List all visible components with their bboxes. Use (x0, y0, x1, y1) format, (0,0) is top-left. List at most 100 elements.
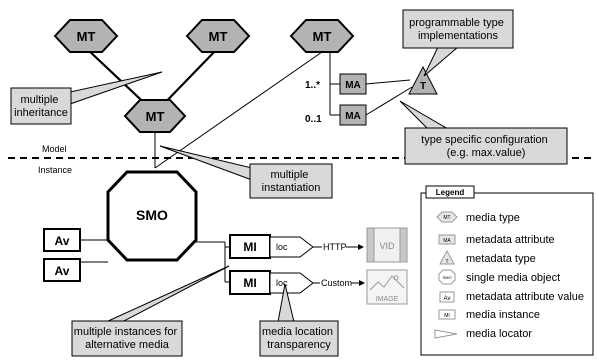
media-instance-upper-label: MI (243, 240, 256, 254)
callout-location-transparency-line2: transparency (267, 339, 331, 351)
callout-multiple-instantiation: multiple instantiation (159, 145, 333, 199)
legend-label-attribute-value: metadata attribute value (466, 291, 584, 303)
legend-label-media-instance: media instance (466, 309, 540, 321)
legend-title-tab (425, 185, 475, 199)
media-instance-icon (438, 309, 456, 320)
media-locator-upper-shape (269, 236, 314, 258)
legend: Legend MT media type MA metadata attribu… (420, 185, 594, 356)
media-locator-upper: loc HTTP (269, 236, 364, 258)
video-file-icon: VID (366, 227, 408, 263)
single-media-object-octagon (106, 170, 198, 262)
media-locator-upper-label: loc (276, 242, 288, 252)
http-protocol-label: HTTP (323, 242, 347, 252)
callout-location-transparency-box (259, 320, 339, 357)
callout-programmable-type: programmable type implementations (402, 9, 514, 77)
multiplicity-upper: 1..* (305, 80, 320, 91)
legend-item-media-locator: media locator (434, 328, 532, 340)
attribute-value-icon-label: Av (444, 296, 451, 302)
media-instance-lower: MI (229, 270, 271, 295)
video-file-label: VID (379, 241, 395, 251)
legend-label-metadata-attribute: metadata attribute (466, 234, 555, 246)
media-instance-icon-label: MI (444, 313, 450, 319)
metadata-attribute-upper-label: MA (345, 80, 361, 91)
ma-to-t-lower (365, 86, 413, 116)
callout-type-specific-pointer (399, 100, 450, 130)
media-type-icon-label: MT (443, 215, 450, 221)
metadata-attribute-icon-label: MA (443, 238, 451, 244)
custom-arrow-head (359, 280, 365, 286)
callout-type-specific-text: type specific configuration (e.g. max.va… (421, 134, 551, 159)
callout-programmable-type-line1: programmable type (409, 17, 504, 29)
callout-multiple-instantiation-line2: instantiation (262, 182, 321, 194)
attribute-value-lower-label: Av (55, 264, 70, 278)
media-locator-icon (434, 329, 458, 339)
callout-multiple-instantiation-text: multiple instantiation (262, 169, 321, 194)
callout-type-specific-line1: type specific configuration (421, 134, 548, 146)
custom-protocol-label: Custom (321, 278, 352, 288)
metadata-type-triangle (408, 65, 438, 95)
media-locator-lower-shape (269, 272, 314, 294)
media-type-top-middle: MT (185, 19, 251, 53)
instance-label: Instance (38, 165, 72, 175)
legend-item-metadata-type: T metadata type (439, 249, 536, 265)
legend-item-media-instance: MI media instance (438, 309, 540, 321)
media-type-icon (436, 211, 458, 223)
legend-item-metadata-attribute: MA metadata attribute (438, 234, 555, 246)
callout-location-transparency: media location transparency (259, 283, 339, 357)
media-type-center-label: MT (146, 109, 165, 124)
metadata-attribute-lower-box (339, 104, 367, 126)
callout-type-specific-line2: (e.g. max.value) (447, 147, 526, 159)
metadata-attribute-upper-box (339, 73, 367, 95)
callout-multiple-instances-line1: multiple instances for (74, 326, 178, 338)
legend-item-attribute-value: Av metadata attribute value (439, 291, 584, 303)
legend-item-single-media-object: SMO single media object (438, 269, 560, 285)
metadata-type-label: T (420, 81, 426, 92)
callout-multiple-instances-pointer (105, 265, 230, 323)
model-label: Model (42, 144, 67, 154)
single-media-object: SMO (106, 170, 198, 262)
callout-multiple-inheritance: multiple inheritance (10, 71, 163, 125)
metadata-attribute-upper: MA (339, 73, 367, 95)
media-type-center: MT (123, 99, 187, 133)
metadata-type: T (408, 65, 438, 95)
image-file-label: IMAGE (376, 296, 399, 303)
callout-programmable-type-text: programmable type implementations (409, 17, 507, 42)
metadata-attribute-lower: MA (339, 104, 367, 126)
instantiation-line-right (154, 51, 323, 169)
callout-multiple-instantiation-box (249, 163, 333, 199)
media-type-top-right-label: MT (313, 29, 332, 44)
metadata-type-icon-label: T (445, 259, 448, 265)
media-type-top-right-hexagon (289, 19, 355, 53)
media-instance-lower-label: MI (243, 276, 256, 290)
legend-item-media-type: MT media type (436, 211, 520, 224)
callout-programmable-type-box (402, 9, 514, 49)
multiplicity-lower: 0..1 (305, 114, 322, 125)
http-arrow-head (358, 244, 364, 250)
callout-type-specific-box (404, 127, 568, 165)
media-type-top-left: MT (53, 19, 119, 53)
legend-title: Legend (436, 188, 465, 197)
callout-multiple-instances: multiple instances for alternative media (71, 265, 230, 357)
media-type-top-right: MT (289, 19, 355, 53)
callout-multiple-inheritance-box (10, 87, 72, 125)
attribute-value-icon (439, 291, 455, 303)
metadata-attribute-icon (438, 234, 456, 245)
media-type-top-middle-hexagon (185, 19, 251, 53)
callout-multiple-instances-text: multiple instances for alternative media (74, 326, 180, 351)
single-media-object-label: SMO (136, 207, 168, 223)
callout-location-transparency-text: media location transparency (262, 326, 336, 351)
callout-multiple-instances-box (71, 320, 183, 357)
callout-location-transparency-line1: media location (262, 326, 333, 338)
attribute-value-lower: Av (43, 258, 81, 282)
callout-multiple-inheritance-line1: multiple (21, 94, 59, 106)
metadata-type-icon (439, 249, 455, 265)
callout-multiple-inheritance-text: multiple inheritance (14, 94, 68, 119)
attribute-value-upper: Av (43, 228, 81, 252)
image-file-icon: IMAGE (366, 269, 408, 305)
media-type-top-left-hexagon (53, 19, 119, 53)
legend-label-metadata-type: metadata type (466, 253, 536, 265)
attribute-value-upper-label: Av (55, 234, 70, 248)
legend-label-media-locator: media locator (466, 328, 532, 340)
single-media-object-icon (438, 269, 456, 285)
